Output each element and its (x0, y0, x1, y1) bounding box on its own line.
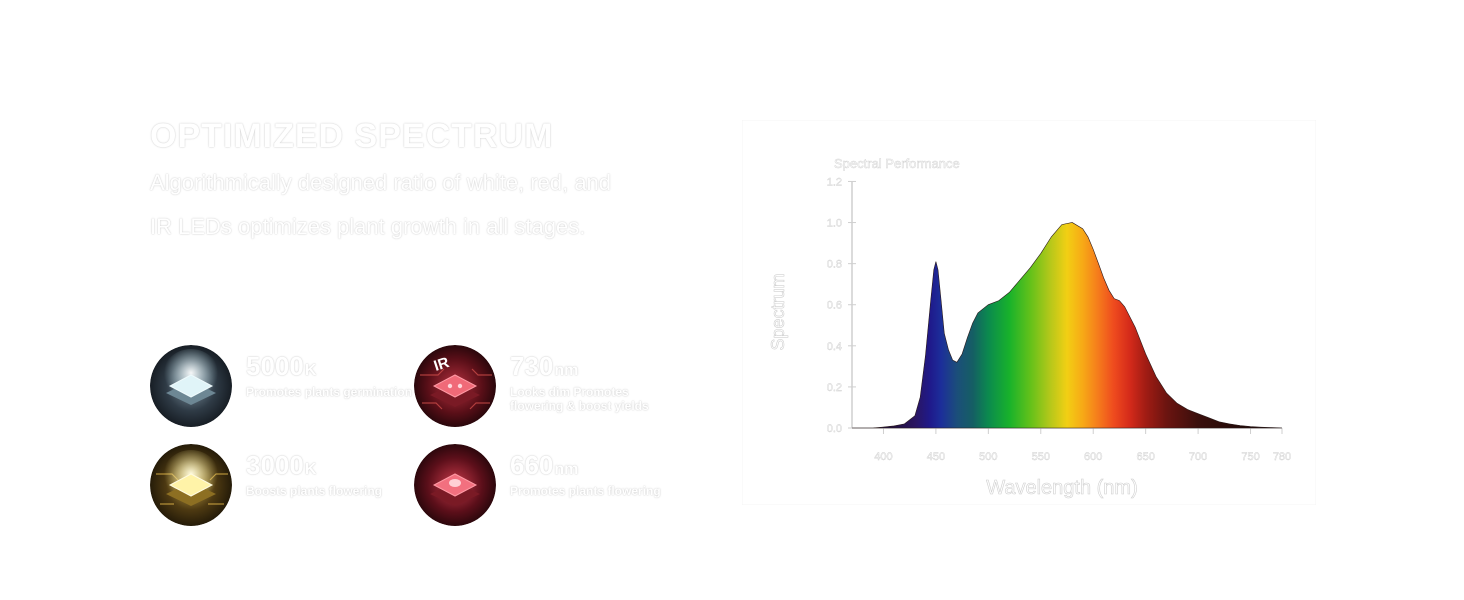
feature-description: Promotes plants flowering (510, 484, 661, 498)
feature-unit: nm (554, 362, 579, 379)
x-tick-label: 450 (927, 451, 945, 463)
svg-text:IR: IR (432, 354, 452, 375)
y-tick-label: 0.2 (827, 382, 842, 394)
y-tick-label: 0.8 (827, 259, 842, 271)
feature-value: 3000 (246, 450, 304, 480)
ir-led-chip-icon: IR (414, 345, 496, 427)
chart-title: Spectral Performance (834, 156, 960, 171)
x-tick-label: 500 (979, 451, 997, 463)
red-led-chip-icon (414, 444, 496, 526)
x-tick-label: 750 (1241, 451, 1259, 463)
feature-value: 730 (510, 351, 554, 381)
feature-5000k: 5000K Promotes plants germination (150, 345, 412, 429)
feature-unit: K (304, 362, 317, 379)
warm-white-led-chip-icon (150, 444, 232, 526)
spectrum-chart: Spectral Performance Spectrum Wavelength… (742, 120, 1316, 505)
y-tick-label: 0.0 (827, 423, 842, 435)
chart-plot-area (852, 222, 1283, 429)
feature-value: 5000 (246, 351, 304, 381)
feature-description: Looks dim Promotes flowering & boost yie… (510, 385, 649, 413)
y-tick-label: 0.6 (827, 300, 842, 312)
page-subtitle-line-1: Algorithmically designed ratio of white,… (150, 170, 612, 195)
feature-730nm: IR 730nm Looks dim Promotes flowering & … (414, 345, 674, 429)
x-tick-label: 700 (1189, 451, 1207, 463)
cool-white-led-chip-icon (150, 345, 232, 427)
y-tick-label: 1.2 (827, 176, 842, 188)
x-tick-label: 600 (1084, 451, 1102, 463)
feature-description: Boosts plants flowering (246, 484, 383, 498)
x-tick-label: 550 (1032, 451, 1050, 463)
page-title: OPTIMIZED SPECTRUM (150, 117, 554, 155)
feature-3000k: 3000K Boosts plants flowering (150, 444, 410, 528)
feature-value: 660 (510, 450, 554, 480)
chart-axes: 0.0 0.2 0.4 0.6 0.8 1.0 1.2 400 450 500 550 600 650 7… (827, 176, 1292, 463)
feature-unit: K (304, 461, 317, 478)
feature-description: Promotes plants germination (246, 385, 413, 399)
feature-unit: nm (554, 461, 579, 478)
y-axis-label: Spectrum (768, 273, 788, 350)
x-tick-label: 650 (1136, 451, 1154, 463)
spectrum-area (852, 222, 1283, 429)
y-tick-label: 0.4 (827, 341, 842, 353)
x-tick-label: 400 (874, 451, 892, 463)
feature-660nm: 660nm Promotes plants flowering (414, 444, 674, 528)
page-subtitle-line-2: IR LEDs optimizes plant growth in all st… (150, 214, 586, 239)
x-axis-label: Wavelength (nm) (986, 477, 1138, 499)
x-tick-label: 780 (1273, 451, 1291, 463)
spectrum-chart-panel: Spectral Performance Spectrum Wavelength… (742, 120, 1316, 505)
y-tick-label: 1.0 (827, 218, 842, 230)
